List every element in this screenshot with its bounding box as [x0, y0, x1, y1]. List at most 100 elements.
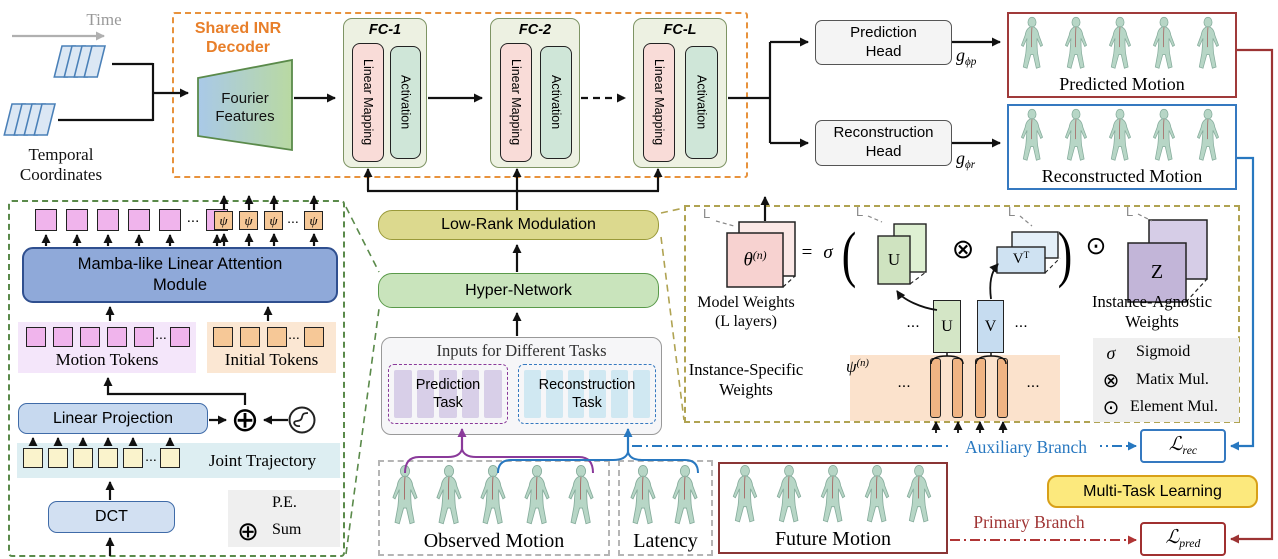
u-column-ellipsis: ... — [906, 314, 920, 331]
psi-token: ψ — [304, 211, 323, 230]
time-label: Time — [86, 10, 122, 29]
person-figure — [630, 464, 656, 525]
person-figure — [436, 464, 462, 525]
fc1-block: FC-1 Linear Mapping Activation — [343, 18, 427, 168]
latency-caption: Latency — [633, 529, 698, 552]
loss-pred-box: ℒpred — [1140, 522, 1226, 556]
reconstruction-task-bars — [524, 370, 650, 418]
strip-ellipsis-left: ... — [897, 374, 911, 391]
person-figure — [1020, 16, 1044, 69]
fc2-block: FC-2 Linear Mapping Activation — [490, 18, 580, 168]
legend-odot-label: Element Mul. — [1130, 398, 1218, 415]
psi-token-ellipsis: ... — [287, 209, 299, 226]
person-figure — [524, 464, 550, 525]
frame-stack-lower — [3, 103, 56, 136]
person-figure — [1152, 108, 1176, 161]
odot-symbol: ⊙ — [1085, 233, 1107, 260]
psi-weight-bar — [975, 358, 986, 418]
legend-sigma-label: Sigmoid — [1136, 343, 1191, 360]
motion-token — [170, 327, 190, 347]
trajectory-token — [98, 448, 118, 468]
initial-token-ellipsis: ... — [288, 326, 300, 342]
fc1-activation: Activation — [390, 46, 421, 159]
fcl-block: FC-L Linear Mapping Activation — [633, 18, 727, 168]
person-figure — [776, 464, 802, 523]
person-figure — [1196, 16, 1220, 69]
u-column: U — [933, 300, 961, 353]
reconstruction-head-gain: gϕr — [956, 148, 976, 171]
sum-icon: ⊕ — [230, 401, 260, 439]
initial-token — [213, 327, 233, 347]
predicted-motion-caption: Predicted Motion — [1059, 73, 1185, 94]
sum-legend-icon: ⊕ — [237, 516, 259, 546]
pe-symbol — [288, 406, 316, 434]
person-figure — [480, 464, 506, 525]
sigma-symbol: σ — [823, 242, 833, 263]
out-token-ellipsis: ... — [186, 208, 200, 226]
trajectory-token — [48, 448, 68, 468]
psi-token: ψ — [214, 211, 233, 230]
otimes-symbol: ⊗ — [951, 233, 975, 264]
model-weights-label: Model Weights (L layers) — [697, 293, 795, 330]
person-figure — [1108, 108, 1132, 161]
person-figure — [1196, 108, 1220, 161]
equals-sign: = — [801, 242, 813, 263]
fc1-title: FC-1 — [368, 22, 402, 38]
fc2-title: FC-2 — [518, 22, 552, 38]
fcl-linear-mapping: Linear Mapping — [643, 43, 675, 162]
linear-projection: Linear Projection — [18, 403, 208, 434]
trajectory-token — [123, 448, 143, 468]
theta-label: θ(n) — [743, 248, 767, 271]
theta-l-label: L — [703, 206, 711, 221]
person-figure — [864, 464, 890, 523]
operator-legend — [1093, 338, 1239, 422]
person-figure — [568, 464, 594, 525]
reconstruction-head: Reconstruction Head — [815, 120, 952, 166]
person-figure — [1108, 16, 1132, 69]
reconstruction-task-box: Reconstruction Task — [518, 364, 656, 424]
trajectory-token — [73, 448, 93, 468]
person-figure — [1064, 16, 1088, 69]
legend-sigma-icon: σ — [1106, 342, 1116, 363]
person-figure — [672, 464, 698, 525]
pe-sum-legend — [228, 490, 340, 547]
psi-weight-bar — [997, 358, 1008, 418]
psi-n-label: ψ(n) — [846, 357, 869, 376]
shared-inr-decoder-title: Shared INR Decoder — [194, 19, 282, 56]
vt-slab — [996, 215, 1061, 274]
prediction-head-gain: gϕp — [956, 45, 977, 68]
joint-trajectory-caption: Joint Trajectory — [208, 451, 317, 470]
hyper-network: Hyper-Network — [378, 273, 659, 308]
legend-otimes-icon: ⊗ — [1102, 369, 1120, 392]
psi-token: ψ — [264, 211, 283, 230]
motion-token-ellipsis: ... — [155, 326, 167, 342]
initial-token — [267, 327, 287, 347]
legend-otimes-label: Matix Mul. — [1136, 371, 1209, 388]
fcl-activation: Activation — [685, 46, 718, 159]
vt-slab-label: VT — [1012, 251, 1030, 268]
motion-tokens-caption: Motion Tokens — [55, 350, 159, 369]
psi-weight-bar — [930, 358, 941, 418]
trajectory-token — [23, 448, 43, 468]
frame-stack-upper — [53, 45, 106, 78]
v-column-ellipsis: ... — [1014, 314, 1028, 331]
v-l-label: L — [1008, 204, 1016, 219]
person-figure — [1152, 16, 1176, 69]
person-figure — [732, 464, 758, 523]
u-slab-label: U — [887, 250, 901, 269]
u-slab — [867, 215, 927, 285]
psi-weight-bar — [952, 358, 963, 418]
prediction-head: Prediction Head — [815, 20, 952, 65]
mamba-module: Mamba-like Linear Attention Module — [22, 247, 338, 303]
trajectory-token — [160, 448, 180, 468]
dct-block: DCT — [48, 501, 175, 533]
fc1-linear-mapping: Linear Mapping — [352, 43, 384, 162]
initial-tokens-caption: Initial Tokens — [224, 350, 319, 369]
fourier-trapezoid — [197, 58, 293, 152]
strip-ellipsis-right: ... — [1026, 374, 1040, 391]
out-token — [97, 209, 119, 231]
inputs-title: Inputs for Different Tasks — [436, 341, 607, 360]
theta-cube — [715, 220, 796, 288]
person-figure — [906, 464, 932, 523]
